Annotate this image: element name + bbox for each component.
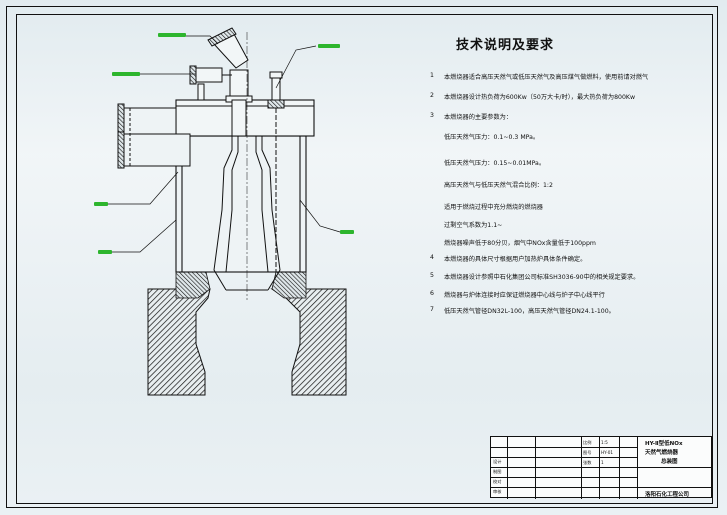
tb-cell-scale: 1:5 bbox=[601, 440, 608, 445]
drawing-sheet-border bbox=[6, 6, 718, 508]
tb-drawing-name-3: 总装图 bbox=[661, 459, 678, 465]
title-block: 设计 制图 校对 审核 比例 1:5 图号 HY-01 张数 1 HY-Ⅱ型低N… bbox=[490, 436, 713, 499]
tb-cell-drawing-no: HY-01 bbox=[601, 450, 614, 455]
notes-title: 技术说明及要求 bbox=[456, 38, 555, 53]
tb-label-draw: 制图 bbox=[493, 469, 502, 474]
tb-cell-sheets-label: 张数 bbox=[583, 460, 592, 465]
burner-tile bbox=[175, 271, 307, 299]
callout-tag-low-pressure-inlet bbox=[94, 202, 108, 206]
drawing-frame bbox=[16, 14, 713, 504]
callout-tag-furnace-wall bbox=[340, 230, 354, 234]
tb-label-check: 校对 bbox=[493, 479, 502, 484]
air-inlet-duct bbox=[117, 103, 191, 169]
refractory-block-left bbox=[147, 288, 211, 396]
callout-tag-high-pressure-inlet bbox=[112, 72, 140, 76]
tb-cell-scale-label: 比例 bbox=[583, 440, 592, 445]
callout-tag-gas-nozzle bbox=[158, 33, 186, 37]
tb-cell-drawing-no-label: 图号 bbox=[583, 450, 592, 455]
callout-tag-casing bbox=[98, 250, 112, 254]
tb-drawing-name-2: 天然气燃烧器 bbox=[645, 450, 679, 456]
tb-company: 洛阳石化工程公司 bbox=[645, 492, 690, 498]
leader-lines bbox=[106, 35, 341, 253]
tb-label-design: 设计 bbox=[493, 459, 502, 464]
refractory-block-right bbox=[270, 288, 347, 396]
burner-casing bbox=[175, 135, 307, 273]
tb-drawing-name-1: HY-Ⅱ型低NOx bbox=[645, 441, 683, 447]
tb-label-approve: 审核 bbox=[493, 489, 502, 494]
gas-supply-pipe bbox=[189, 27, 253, 137]
tb-cell-sheets: 1 bbox=[601, 460, 604, 465]
callout-tag-sight-port bbox=[318, 44, 340, 48]
venturi-tube bbox=[213, 136, 281, 291]
